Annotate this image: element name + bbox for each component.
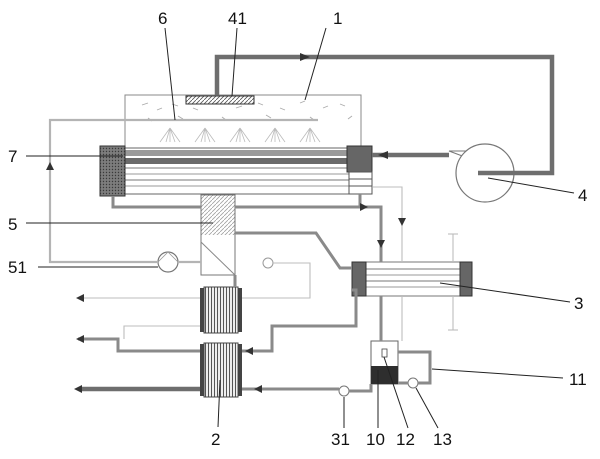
label-13: 13 xyxy=(433,430,452,449)
pump-small xyxy=(262,257,274,269)
flow-arrows xyxy=(46,53,406,393)
spray-fans xyxy=(159,127,321,143)
separator-tank xyxy=(200,194,236,276)
label-10: 10 xyxy=(366,430,385,449)
label-51: 51 xyxy=(8,258,27,277)
plate-exchanger-upper xyxy=(200,286,242,334)
pipe-network xyxy=(48,54,555,393)
label-3: 3 xyxy=(574,294,583,313)
label-7: 7 xyxy=(8,147,17,166)
label-2: 2 xyxy=(211,430,220,449)
tube-bundle xyxy=(99,145,373,197)
main-vessel xyxy=(124,94,362,149)
label-41: 41 xyxy=(228,9,247,28)
label-6: 6 xyxy=(158,9,167,28)
label-1: 1 xyxy=(333,9,342,28)
label-5: 5 xyxy=(8,215,17,234)
pump-31 xyxy=(338,385,350,397)
label-11: 11 xyxy=(569,370,587,389)
pump-13 xyxy=(407,377,419,389)
packing-element xyxy=(185,95,255,105)
pump-51 xyxy=(157,251,179,273)
heat-exchanger xyxy=(351,261,473,297)
label-4: 4 xyxy=(578,186,587,205)
spray-pattern xyxy=(141,100,353,122)
callout-labels: 1 2 3 4 5 6 7 10 11 12 13 31 41 51 xyxy=(8,9,587,449)
plate-exchanger-lower xyxy=(200,342,242,398)
label-31: 31 xyxy=(331,430,350,449)
leader-lines xyxy=(26,27,575,429)
label-12: 12 xyxy=(396,430,415,449)
small-tank xyxy=(370,340,399,385)
